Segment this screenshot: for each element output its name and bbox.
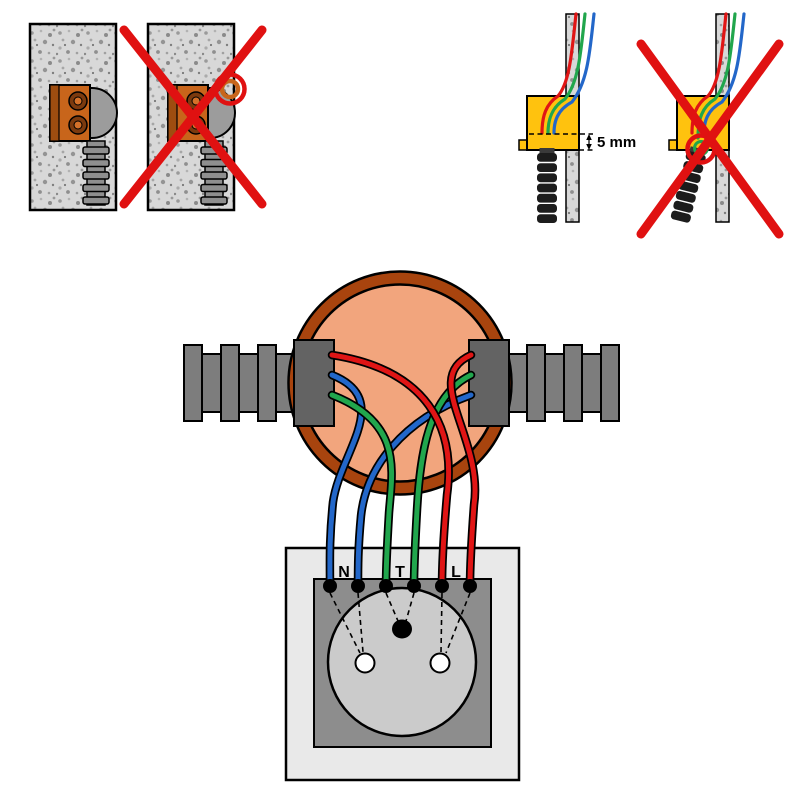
terminal-dot	[379, 579, 393, 593]
socket-hole-left	[354, 652, 376, 674]
measurement-label: 5 mm	[597, 134, 636, 151]
terminal-unit	[28, 22, 119, 212]
conduit-connector-right	[468, 339, 510, 427]
wire-green-left	[329, 392, 395, 589]
corrugated-conduit-right	[496, 344, 620, 422]
corrugated-conduit-left	[183, 344, 307, 422]
conduit-connector-left	[293, 339, 335, 427]
excess-wire-loop	[219, 78, 241, 100]
error-cross-line	[636, 39, 784, 239]
terminal-mounting-correct	[28, 22, 119, 212]
arrowhead-up	[586, 134, 592, 140]
cable-entry-incorrect	[636, 12, 784, 239]
terminal-dot	[351, 579, 365, 593]
socket-terminals: N T L	[323, 564, 477, 593]
junction-box-outer-outline	[287, 270, 513, 496]
socket-face	[326, 586, 478, 738]
wire-green-right	[411, 372, 474, 589]
terminal-label-t: T	[395, 564, 405, 581]
terminal-dot	[435, 579, 449, 593]
socket-hole-right	[429, 652, 451, 674]
error-cross-line	[119, 25, 267, 209]
wire-blue	[552, 12, 596, 135]
terminal-label-n: N	[338, 564, 350, 581]
terminal-label-l: L	[451, 564, 461, 581]
socket	[284, 546, 521, 782]
wire-blue-left	[327, 372, 364, 589]
black-cable	[537, 148, 557, 223]
wire-red	[540, 12, 578, 135]
wire-blue	[702, 12, 746, 135]
measurement-5mm: 5 mm	[529, 133, 636, 151]
terminal-dot	[407, 579, 421, 593]
wire-red-left	[329, 352, 452, 589]
terminal-dot	[463, 579, 477, 593]
wire-green	[546, 12, 587, 135]
terminal-connection-dashes	[329, 592, 471, 654]
earth-pin	[392, 619, 412, 639]
wire-blue-right	[355, 392, 474, 589]
terminal-mounting-incorrect	[119, 22, 267, 212]
arrowhead-down	[586, 144, 592, 150]
wire-red-right	[448, 352, 478, 589]
cable-entry-correct: 5 mm	[518, 12, 636, 223]
wires	[325, 350, 480, 591]
terminal-dot	[323, 579, 337, 593]
